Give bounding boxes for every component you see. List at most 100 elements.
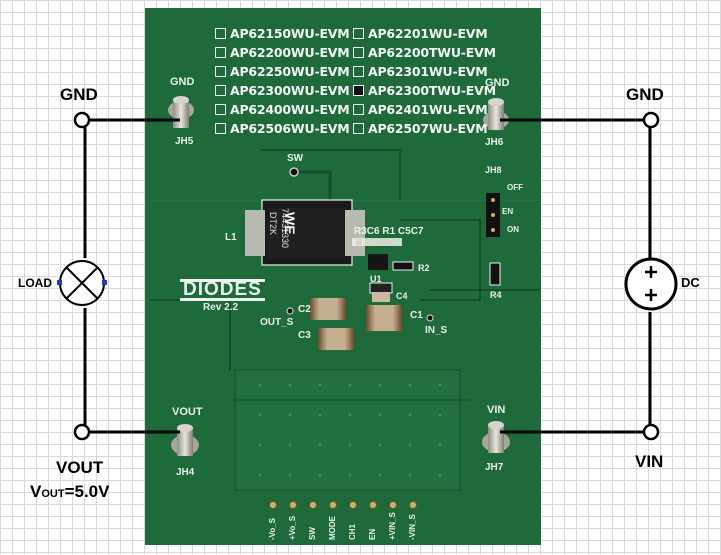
header-pin-label: -VIN_S <box>408 514 417 540</box>
header-pin-label: +Vo_S <box>288 515 297 540</box>
part-label: AP62200WU-EVM <box>230 45 350 60</box>
silk-jh4: JH4 <box>176 467 195 478</box>
checkbox-icon <box>353 123 364 134</box>
inductor-pad-left <box>245 210 265 256</box>
silk-vout: VOUT <box>172 406 203 418</box>
part-option: AP62507WU-EVM <box>353 121 488 136</box>
header-pin-label: MODE <box>328 516 337 540</box>
silk-sw: SW <box>287 153 304 164</box>
sw-trace <box>290 170 332 200</box>
cap-c1 <box>366 305 402 331</box>
silk-out-s: OUT_S <box>260 317 294 328</box>
checkbox-icon <box>353 104 364 115</box>
terminal-vout <box>73 423 91 441</box>
cap-c3 <box>318 328 354 350</box>
header-pin-label: +VIN_S <box>388 512 397 540</box>
checkbox-icon <box>215 28 226 39</box>
silk-r4: R4 <box>490 290 502 300</box>
post-jh6 <box>483 98 509 130</box>
dc-label: DC <box>681 275 700 290</box>
silk-jh8: JH8 <box>485 165 502 175</box>
header-pin-label: CH1 <box>348 523 357 540</box>
checkbox-icon <box>215 66 226 77</box>
part-option: AP62300TWU-EVM <box>353 83 496 98</box>
vout-spec: VOUT=5.0V <box>30 482 110 501</box>
silk-c3: C3 <box>298 330 311 341</box>
checkbox-icon <box>215 104 226 115</box>
part-label: AP62150WU-EVM <box>230 26 350 41</box>
silk-l1: L1 <box>225 232 237 243</box>
part-option: AP62301WU-EVM <box>353 64 488 79</box>
part-option: AP62506WU-EVM <box>215 121 350 136</box>
silk-c2: C2 <box>298 304 311 315</box>
sw-testpoint <box>289 167 299 177</box>
gnd-left-label: GND <box>60 85 98 104</box>
header-pins <box>269 501 417 509</box>
checkbox-icon <box>353 66 364 77</box>
silk-r2: R2 <box>418 263 430 273</box>
silk-en: EN <box>502 207 514 216</box>
terminals <box>73 111 660 441</box>
checkbox-icon <box>353 47 364 58</box>
part-option: AP62200WU-EVM <box>215 45 350 60</box>
silk-gnd-right: GND <box>485 77 510 89</box>
part-label: AP62507WU-EVM <box>368 121 488 136</box>
ic-u1 <box>368 254 388 270</box>
silk-jh5: JH5 <box>175 136 194 147</box>
gnd-right-label: GND <box>626 85 664 104</box>
silk-u1: U1 <box>370 274 382 284</box>
checked-box-icon <box>353 85 364 96</box>
header-pin-label: EN <box>368 528 377 540</box>
inductor-body <box>268 208 344 258</box>
silk-c4: C4 <box>396 291 408 301</box>
silk-jh6: JH6 <box>485 137 504 148</box>
part-option: AP62401WU-EVM <box>353 102 488 117</box>
inductor-date: DT2K <box>268 212 278 236</box>
part-option: AP62400WU-EVM <box>215 102 350 117</box>
silk-gnd-left: GND <box>170 76 195 88</box>
silk-passives: R3C6 R1 C5C7 <box>354 226 424 237</box>
load-label: LOAD <box>18 276 52 290</box>
silk-c1: C1 <box>410 310 423 321</box>
part-option: AP62250WU-EVM <box>215 64 350 79</box>
outs-testpoint <box>286 307 294 315</box>
part-label: AP62300WU-EVM <box>230 83 350 98</box>
checkbox-icon <box>215 47 226 58</box>
part-label: AP62301WU-EVM <box>368 64 488 79</box>
silk-rev: Rev 2.2 <box>203 302 239 313</box>
terminal-gnd-right <box>642 111 660 129</box>
silk-jh7: JH7 <box>485 462 504 473</box>
silk-in-s: IN_S <box>425 325 448 336</box>
part-label: AP62400WU-EVM <box>230 102 350 117</box>
part-label: AP62506WU-EVM <box>230 121 350 136</box>
checkbox-icon <box>215 85 226 96</box>
part-label: AP62250WU-EVM <box>230 64 350 79</box>
diodes-logo: DIODES <box>180 279 265 301</box>
part-option: AP62300WU-EVM <box>215 83 350 98</box>
terminal-gnd-left <box>73 111 91 129</box>
part-option: AP62150WU-EVM <box>215 26 350 41</box>
via-grid <box>258 383 442 477</box>
part-label: AP62201WU-EVM <box>368 26 488 41</box>
terminal-vin <box>642 423 660 441</box>
r2-part <box>392 261 414 271</box>
ins-testpoint <box>426 314 434 322</box>
load-lamp-icon <box>57 260 107 306</box>
header-pin-label: SW <box>308 527 317 540</box>
vout-label: VOUT <box>56 458 104 477</box>
silk-on: ON <box>507 225 519 234</box>
checkbox-icon <box>215 123 226 134</box>
silk-off: OFF <box>507 183 523 192</box>
header-pin-label: -Vo_S <box>268 517 277 540</box>
silk-vin: VIN <box>487 404 506 416</box>
cap-c2 <box>310 298 346 320</box>
post-jh5 <box>168 96 194 128</box>
part-label: AP62300TWU-EVM <box>368 83 496 98</box>
inductor-code: 74431330 <box>280 208 290 249</box>
wiring <box>83 118 652 434</box>
r4-part <box>489 262 501 286</box>
post-jh4 <box>171 424 199 456</box>
vin-label: VIN <box>635 452 664 471</box>
part-option: AP62201WU-EVM <box>353 26 488 41</box>
